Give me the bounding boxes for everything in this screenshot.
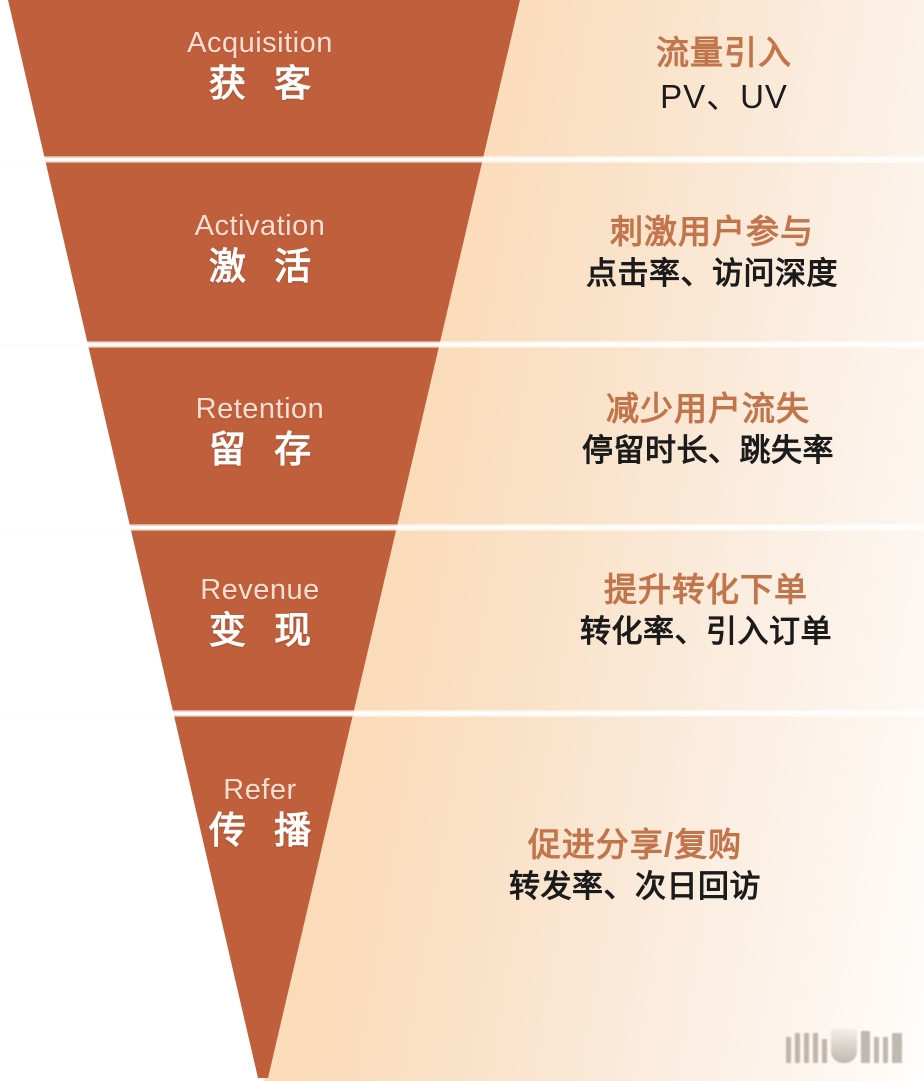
stage-metric-text: 转发率、次日回访 [509, 868, 761, 904]
stage-goal-text: 减少用户流失 [606, 390, 810, 427]
funnel-stage-activation[interactable]: Activation 激 活 刺激用户参与 点击率、访问深度 [0, 163, 924, 341]
stage-divider-4 [0, 710, 924, 717]
stage-chinese-label: 获 客 [208, 63, 321, 105]
stage-name-acquisition: Acquisition 获 客 [80, 26, 440, 108]
stage-divider-1 [0, 156, 924, 163]
stage-goal-text: 流量引入 [656, 34, 792, 71]
stage-chinese-label: 传 播 [208, 810, 321, 852]
stage-goal-text: 提升转化下单 [604, 571, 808, 608]
funnel-stage-refer[interactable]: Refer 传 播 促进分享/复购 转发率、次日回访 [0, 717, 924, 1081]
stage-english-label: Acquisition [187, 27, 333, 59]
stage-metric-text: 转化率、引入订单 [580, 613, 832, 649]
funnel-stage-retention[interactable]: Retention 留 存 减少用户流失 停留时长、跳失率 [0, 348, 924, 524]
stage-metric-text: PV、UV [660, 77, 788, 115]
stage-english-label: Revenue [200, 574, 320, 606]
stage-goal-text: 促进分享/复购 [527, 826, 743, 863]
funnel-stage-revenue[interactable]: Revenue 变 现 提升转化下单 转化率、引入订单 [0, 531, 924, 710]
watermark-icon [786, 1029, 902, 1063]
stage-metric-text: 点击率、访问深度 [586, 255, 838, 291]
stage-goal-text: 刺激用户参与 [610, 213, 814, 250]
stage-english-label: Refer [223, 774, 297, 806]
stage-name-refer: Refer 传 播 [80, 773, 440, 855]
stage-divider-2 [0, 341, 924, 348]
stage-detail-retention: 减少用户流失 停留时长、跳失率 [500, 388, 916, 472]
stage-detail-refer: 促进分享/复购 转发率、次日回访 [400, 824, 870, 908]
stage-detail-activation: 刺激用户参与 点击率、访问深度 [500, 211, 924, 295]
stage-chinese-label: 变 现 [208, 610, 321, 652]
stage-detail-acquisition: 流量引入 PV、UV [524, 32, 924, 118]
stage-chinese-label: 激 活 [208, 246, 321, 288]
funnel-stage-acquisition[interactable]: Acquisition 获 客 流量引入 PV、UV [0, 0, 924, 156]
stage-english-label: Activation [194, 210, 326, 242]
stage-name-activation: Activation 激 活 [80, 209, 440, 291]
stage-chinese-label: 留 存 [208, 429, 321, 471]
stage-divider-3 [0, 524, 924, 531]
stage-detail-revenue: 提升转化下单 转化率、引入订单 [496, 569, 916, 653]
stage-metric-text: 停留时长、跳失率 [582, 432, 834, 468]
stage-english-label: Retention [195, 393, 325, 425]
stage-name-retention: Retention 留 存 [80, 392, 440, 474]
stage-name-revenue: Revenue 变 现 [80, 573, 440, 655]
